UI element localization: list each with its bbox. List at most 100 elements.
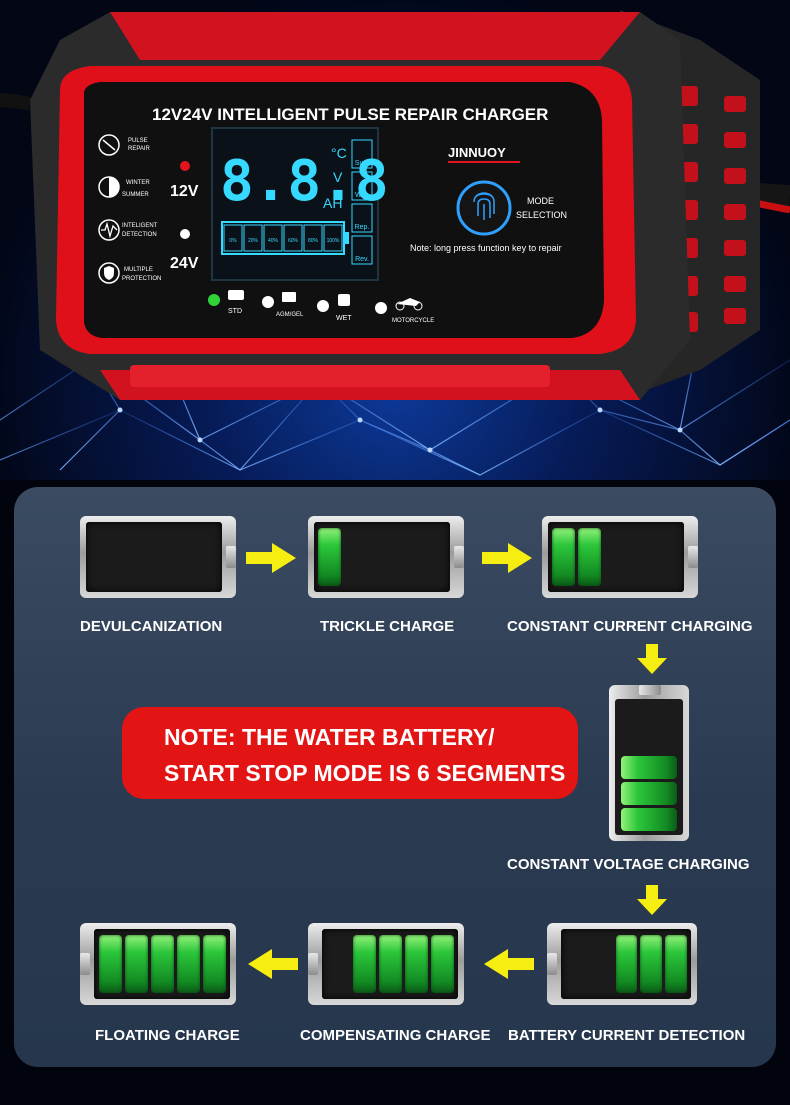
feature-protection: MULTIPLE PROTECTION bbox=[98, 262, 161, 284]
label-trickle-charge: TRICKLE CHARGE bbox=[320, 618, 455, 635]
svg-text:REPAIR: REPAIR bbox=[128, 146, 151, 152]
label-current-detection: BATTERY CURRENT DETECTION bbox=[508, 1027, 746, 1044]
lcd-percent-row: 0%20%40%60%80%100% bbox=[223, 224, 343, 252]
battery-cell bbox=[431, 935, 454, 993]
lcd-unit-v: V bbox=[333, 169, 343, 185]
arrow-right-icon bbox=[246, 543, 296, 573]
note-line-2: START STOP MODE IS 6 SEGMENTS bbox=[164, 760, 566, 786]
lcd-side-box bbox=[351, 139, 373, 169]
mode-motorcycle: MOTORCYCLE bbox=[375, 298, 434, 324]
svg-text:WINTER: WINTER bbox=[126, 180, 150, 186]
detection-icon bbox=[98, 219, 120, 241]
charger-device: 12V24V INTELLIGENT PULSE REPAIR CHARGER … bbox=[0, 10, 790, 400]
lcd-side-box bbox=[351, 235, 373, 265]
label-constant-current: CONSTANT CURRENT CHARGING bbox=[507, 618, 753, 635]
lcd-percent-label: 20% bbox=[248, 238, 259, 244]
brand-logo-text: JINNUOY bbox=[448, 145, 506, 160]
note-line-1: NOTE: THE WATER BATTERY/ bbox=[164, 724, 495, 750]
battery-cell bbox=[151, 935, 174, 993]
led-wet bbox=[317, 300, 329, 312]
lcd-side-label: Sun. bbox=[355, 160, 369, 167]
lcd-percent-cell bbox=[263, 224, 283, 252]
feature-detection: INTELIGENT DETECTION bbox=[98, 219, 158, 241]
arrow-left-icon bbox=[248, 949, 298, 979]
feature-pulse-repair: PULSE REPAIR bbox=[98, 134, 151, 156]
mode-selection-button[interactable] bbox=[456, 180, 512, 236]
arrow-left-icon bbox=[484, 949, 534, 979]
lcd-side-label: Rev. bbox=[355, 256, 369, 263]
note-banner: NOTE: THE WATER BATTERY/ START STOP MODE… bbox=[122, 707, 578, 799]
lcd-percent-cell bbox=[323, 224, 343, 252]
lcd-percent-label: 80% bbox=[308, 238, 319, 244]
arrow-down-icon bbox=[637, 885, 667, 915]
battery-constant-current bbox=[542, 516, 698, 598]
battery-constant-voltage bbox=[609, 685, 689, 841]
battery-cell bbox=[665, 935, 687, 993]
svg-text:STD: STD bbox=[228, 308, 242, 315]
led-12v bbox=[180, 161, 190, 171]
svg-text:INTELIGENT: INTELIGENT bbox=[122, 223, 158, 229]
label-constant-voltage: CONSTANT VOLTAGE CHARGING bbox=[507, 856, 750, 873]
battery-cell bbox=[405, 935, 428, 993]
arrow-right-icon bbox=[482, 543, 532, 573]
lcd-display: 8.8.8 °C V AH 0%20%40%60%80%100% Sun.Win… bbox=[211, 127, 389, 281]
led-motorcycle bbox=[375, 302, 387, 314]
device-title: 12V24V INTELLIGENT PULSE REPAIR CHARGER bbox=[152, 105, 548, 124]
pulse-repair-icon bbox=[98, 134, 120, 156]
svg-text:PROTECTION: PROTECTION bbox=[122, 276, 161, 282]
label-devulcanization: DEVULCANIZATION bbox=[80, 618, 223, 635]
lcd-unit-c: °C bbox=[331, 145, 347, 161]
battery-cell bbox=[125, 935, 148, 993]
battery-icon bbox=[282, 292, 296, 302]
lcd-percent-cell bbox=[283, 224, 303, 252]
lcd-unit-ah: AH bbox=[323, 195, 342, 211]
label-compensating-charge: COMPENSATING CHARGE bbox=[300, 1027, 491, 1044]
battery-compensating-charge bbox=[308, 923, 464, 1005]
car-icon bbox=[228, 290, 244, 300]
lcd-percent-cell bbox=[223, 224, 243, 252]
voltage-24v: 24V bbox=[170, 255, 199, 272]
svg-text:WET: WET bbox=[336, 315, 352, 322]
led-std bbox=[208, 294, 220, 306]
mode-label-1: MODE bbox=[527, 196, 554, 206]
mode-agm-gel: AGM/GEL bbox=[262, 292, 304, 318]
lcd-side-label: Rep. bbox=[355, 224, 370, 231]
repair-note: Note: long press function key to repair bbox=[410, 243, 562, 253]
svg-text:AGM/GEL: AGM/GEL bbox=[276, 312, 304, 318]
led-agm bbox=[262, 296, 274, 308]
battery-cell bbox=[615, 935, 638, 993]
arrow-down-icon bbox=[637, 644, 667, 674]
mode-label-2: SELECTION bbox=[516, 210, 567, 220]
lcd-percent-label: 60% bbox=[288, 238, 299, 244]
lcd-percent-label: 100% bbox=[327, 238, 340, 244]
battery-trickle-charge bbox=[308, 516, 464, 598]
lcd-side-box bbox=[351, 171, 373, 201]
battery-cell bbox=[318, 528, 341, 586]
battery-cell bbox=[621, 782, 677, 805]
battery-cell bbox=[379, 935, 402, 993]
battery-cell bbox=[552, 528, 575, 586]
protection-icon bbox=[98, 262, 120, 284]
lcd-side-icons: Sun.Win.Rep.Rev. bbox=[351, 139, 373, 265]
mode-wet: WET bbox=[317, 294, 352, 322]
svg-text:PULSE: PULSE bbox=[128, 138, 148, 144]
battery-cell bbox=[177, 935, 200, 993]
lcd-digits: 8.8.8 bbox=[220, 149, 389, 214]
battery-cell bbox=[578, 528, 601, 586]
led-24v bbox=[180, 229, 190, 239]
battery-floating-charge bbox=[80, 923, 236, 1005]
battery-devulcanization bbox=[80, 516, 236, 598]
feature-winter-summer: WINTER SUMMER bbox=[98, 176, 150, 198]
battery-cell bbox=[621, 756, 677, 779]
battery-cell bbox=[621, 808, 677, 831]
battery-current-detection bbox=[547, 923, 697, 1005]
lcd-percent-label: 0% bbox=[229, 238, 237, 244]
lcd-percent-cell bbox=[303, 224, 323, 252]
svg-text:DETECTION: DETECTION bbox=[122, 232, 157, 238]
mode-std: STD bbox=[208, 290, 244, 315]
battery-cell bbox=[99, 935, 122, 993]
battery-cell bbox=[640, 935, 663, 993]
svg-text:MOTORCYCLE: MOTORCYCLE bbox=[392, 318, 434, 324]
lcd-percent-cell bbox=[243, 224, 263, 252]
charging-stages-panel: DEVULCANIZATION TRICKLE CHARGE CONSTANT … bbox=[14, 487, 776, 1067]
